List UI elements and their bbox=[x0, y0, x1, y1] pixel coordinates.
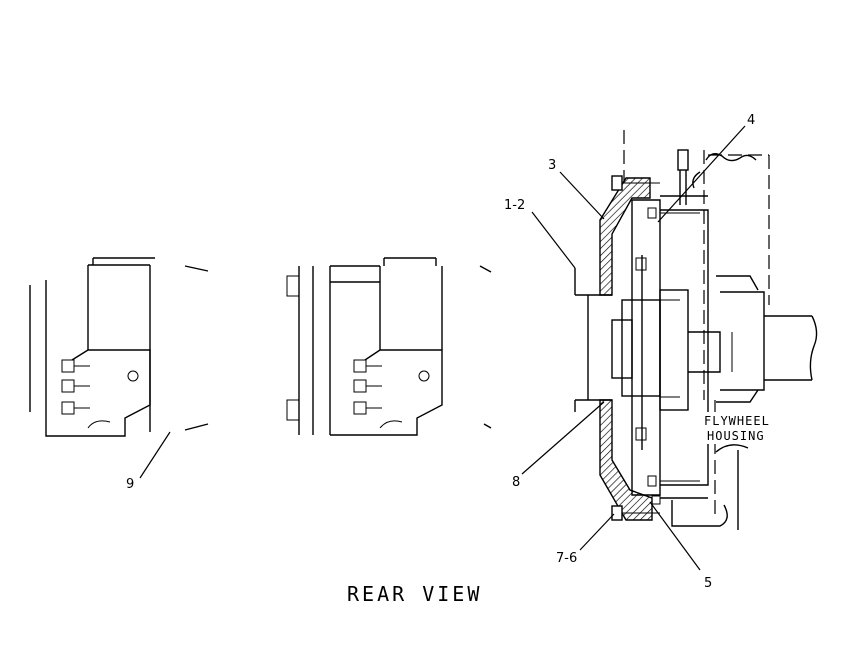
flywheel-label-line2: HOUSING bbox=[707, 429, 765, 443]
callout-5: 5 bbox=[704, 576, 712, 591]
callout-9: 9 bbox=[126, 477, 134, 492]
flywheel-label-line1: FLYWHEEL bbox=[704, 414, 770, 428]
view-caption: REAR VIEW bbox=[347, 582, 482, 606]
middle-mount-assembly bbox=[286, 257, 492, 436]
callout-1-2: 1-2 bbox=[504, 198, 525, 213]
flywheel-assembly bbox=[574, 130, 818, 530]
callout-3: 3 bbox=[548, 158, 556, 173]
leader-lines bbox=[139, 125, 746, 571]
callout-4: 4 bbox=[747, 113, 755, 128]
callout-7-6: 7-6 bbox=[556, 551, 577, 566]
left-mount-assembly bbox=[29, 257, 209, 437]
callout-8: 8 bbox=[512, 475, 520, 490]
